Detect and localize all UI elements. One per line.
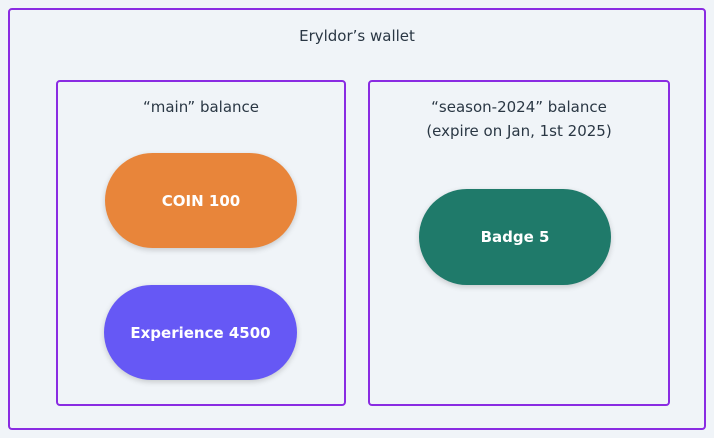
coin-token: COIN 100 <box>105 153 297 248</box>
experience-token: Experience 4500 <box>104 285 297 380</box>
main-balance-title: “main” balance <box>142 98 260 116</box>
season-balance-subtitle: (expire on Jan, 1st 2025) <box>426 122 612 140</box>
main-balance-container: “main” balance <box>56 80 346 406</box>
wallet-container: Eryldor’s wallet <box>8 8 706 430</box>
badge-token: Badge 5 <box>419 189 611 285</box>
wallet-title: Eryldor’s wallet <box>299 27 415 45</box>
season-balance-title: “season-2024” balance <box>431 98 607 116</box>
season-balance-container: “season-2024” balance (expire on Jan, 1s… <box>368 80 670 406</box>
